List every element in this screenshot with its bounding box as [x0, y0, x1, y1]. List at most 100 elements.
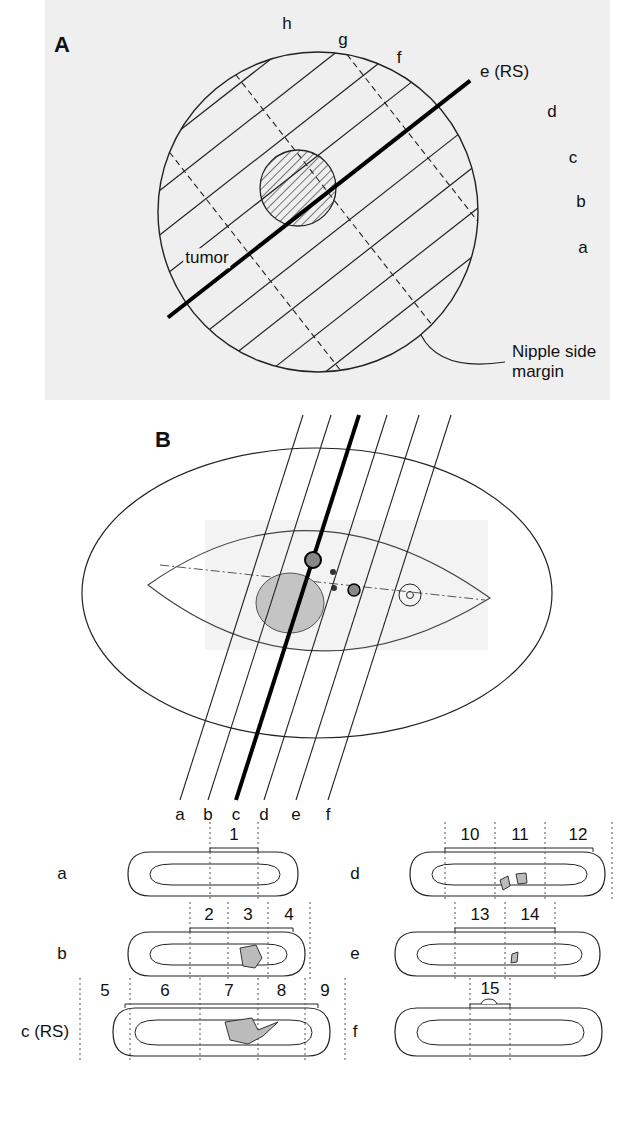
slice-line — [264, 415, 387, 800]
block-number: 14 — [521, 905, 540, 925]
slice-line — [181, 59, 271, 129]
tumor-mass — [256, 573, 324, 633]
block-divider — [455, 902, 456, 982]
block-divider — [555, 902, 556, 982]
block-divider — [130, 978, 131, 1062]
section-letter: a — [57, 864, 66, 884]
section-letter: e — [350, 944, 359, 964]
slice-line — [328, 415, 451, 800]
block-divider — [305, 978, 306, 1062]
block-divider — [470, 978, 471, 1062]
block-divider — [505, 902, 506, 982]
leader-line — [421, 335, 505, 364]
block-number: 13 — [471, 905, 490, 925]
slice-letter: f — [397, 48, 402, 68]
structure-label: tumor — [183, 248, 230, 268]
block-number: 4 — [284, 905, 293, 925]
slice-line — [208, 415, 331, 800]
block-divider — [210, 822, 211, 902]
section-outline — [113, 1008, 330, 1056]
block-number: 8 — [277, 981, 286, 1001]
slice-letter: e (RS) — [480, 62, 529, 82]
slice-line — [180, 415, 303, 800]
slice-letter: d — [547, 102, 556, 122]
block-number: 1 — [229, 825, 238, 845]
tumor-cut — [225, 1018, 278, 1044]
satellite-cut — [516, 873, 527, 884]
section-letter: d — [350, 864, 359, 884]
block-divider — [268, 902, 269, 982]
slice-line — [209, 135, 458, 330]
cross-cut-line — [236, 75, 432, 325]
panel-letter: A — [54, 32, 70, 57]
slice-letter: a — [578, 238, 587, 258]
block-divider — [612, 822, 613, 902]
section-letter: b — [57, 944, 66, 964]
block-divider — [258, 822, 259, 902]
block-number: 10 — [461, 825, 480, 845]
section-outline — [128, 932, 305, 976]
specimen-outline — [82, 448, 552, 738]
block-divider — [510, 978, 511, 1062]
margin-label: Nipple side margin — [512, 342, 612, 381]
slice-letter: c — [569, 148, 578, 168]
block-number: 15 — [481, 979, 500, 999]
slice-letter: f — [326, 805, 331, 825]
panel-letter: B — [155, 427, 171, 452]
slice-line — [326, 258, 472, 372]
satellite-cut — [511, 952, 518, 963]
block-divider — [200, 978, 201, 1062]
satellite-cut — [500, 876, 510, 890]
section-outline — [395, 932, 600, 976]
block-divider — [228, 902, 229, 982]
nipple-bump — [481, 999, 497, 1004]
block-number: 9 — [320, 981, 329, 1001]
block-divider — [310, 902, 311, 982]
block-divider — [445, 822, 446, 902]
nipple — [407, 592, 414, 599]
tissue-outline — [417, 1020, 584, 1045]
block-divider — [495, 822, 496, 902]
section-outline — [410, 852, 605, 896]
slice-letter: a — [175, 805, 184, 825]
satellite-focus — [330, 569, 336, 575]
block-number: 5 — [100, 981, 109, 1001]
nipple — [399, 584, 421, 606]
slice-letter: b — [203, 805, 212, 825]
block-number: 7 — [224, 981, 233, 1001]
slice-letter: d — [259, 805, 268, 825]
block-number: 3 — [243, 905, 252, 925]
block-divider — [345, 978, 346, 1062]
block-number: 11 — [511, 825, 529, 845]
block-divider — [258, 978, 259, 1062]
skin-segment — [470, 1004, 510, 1008]
section-letter: c (RS) — [21, 1022, 69, 1042]
slice-line — [276, 208, 478, 366]
section-letter: f — [353, 1022, 358, 1042]
section-outline — [395, 1008, 602, 1056]
skin-segment — [210, 848, 258, 852]
tissue-outline — [150, 864, 280, 885]
tissue-outline — [417, 944, 582, 965]
slice-letter: c — [232, 805, 241, 825]
panel-ground — [45, 0, 610, 400]
reference-section-line — [236, 415, 359, 800]
block-divider — [545, 822, 546, 902]
satellite-focus — [305, 552, 321, 568]
tissue-outline — [150, 944, 287, 965]
block-number: 6 — [160, 981, 169, 1001]
tissue-outline — [135, 1020, 312, 1045]
reference-section-line — [168, 81, 470, 318]
skin-segment — [125, 1004, 318, 1008]
section-outline — [128, 852, 298, 896]
slice-letter: b — [576, 192, 585, 212]
block-number: 2 — [204, 905, 213, 925]
tumor-cut — [240, 945, 262, 968]
slice-letter: h — [282, 14, 291, 34]
cross-cut-line — [347, 55, 478, 222]
slice-letter: g — [338, 30, 347, 50]
specimen-circle — [158, 52, 478, 372]
block-number: 12 — [569, 825, 588, 845]
